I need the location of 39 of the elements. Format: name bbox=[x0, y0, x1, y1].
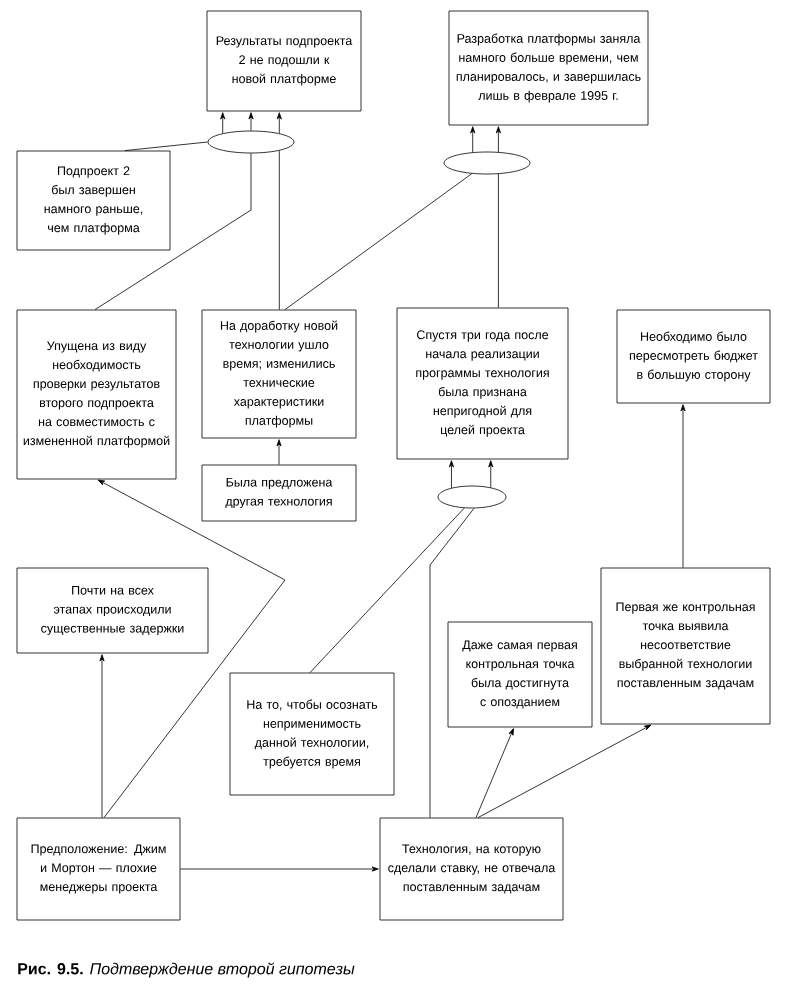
arrow bbox=[180, 866, 379, 872]
arrow bbox=[448, 460, 454, 489]
cause-box: Спустя три года после начала реализации программы технология была признана непригодной для целей проекта bbox=[396, 307, 569, 460]
connector-line bbox=[429, 508, 475, 818]
cause-box: Почти на всех этапах происходили существенные задержки bbox=[16, 567, 209, 654]
connector-line bbox=[284, 173, 473, 310]
connector-line bbox=[94, 153, 252, 310]
cause-box: Была предложена другая технология bbox=[201, 464, 357, 522]
cause-box: Упущена из виду необходимость проверки результатов второго подпроекта на совместимость с измененной платформой bbox=[16, 309, 177, 480]
connector-line bbox=[278, 150, 280, 310]
cause-box: Даже самая первая контрольная точка была достигнута с опозданием bbox=[447, 621, 593, 728]
cause-box: На то, чтобы осознать неприменимость данной технологии, требуется время bbox=[229, 672, 395, 796]
cause-box: Разработка платформы заняла намного больше времени, чем планировалось, и завершилась лишь в феврале 1995 г. bbox=[448, 10, 649, 126]
arrow bbox=[470, 126, 476, 153]
cause-box: Результаты подпроекта 2 не подошли к новой платформе bbox=[206, 10, 362, 112]
arrow bbox=[477, 724, 652, 818]
arrow bbox=[276, 112, 282, 134]
cause-box: Технология, на которую сделали ставку, не отвечала поставленным задачам bbox=[379, 817, 564, 921]
ellipse bbox=[437, 485, 507, 509]
cause-box: Предположение: Джим и Мортон — плохие менеджеры проекта bbox=[16, 817, 181, 921]
cause-box: Первая же контрольная точка выявила несоответствие выбранной технологии поставленным задачам bbox=[600, 567, 771, 725]
arrow bbox=[99, 654, 105, 818]
figure-caption: Рис. 9.5. Подтверждение второй гипотезы bbox=[18, 962, 355, 978]
arrow bbox=[488, 460, 494, 488]
connector-line bbox=[309, 507, 465, 673]
cause-box: На доработку новой технологии ушло время; изменились технические характеристики платформы bbox=[201, 309, 357, 439]
arrow bbox=[248, 112, 254, 131]
cause-box: Подпроект 2 был завершен намного раньше, чем платформа bbox=[16, 150, 171, 251]
arrow bbox=[475, 728, 514, 818]
arrow bbox=[276, 439, 282, 465]
cause-box: Необходимо было пересмотреть бюджет в большую сторону bbox=[616, 309, 771, 404]
connector-line bbox=[124, 141, 208, 151]
ellipse bbox=[443, 151, 531, 175]
ellipse bbox=[207, 130, 295, 154]
arrow bbox=[220, 112, 226, 134]
connector-line bbox=[498, 173, 499, 308]
arrow bbox=[680, 404, 686, 568]
arrow bbox=[495, 126, 501, 153]
arrow bbox=[97, 479, 286, 818]
